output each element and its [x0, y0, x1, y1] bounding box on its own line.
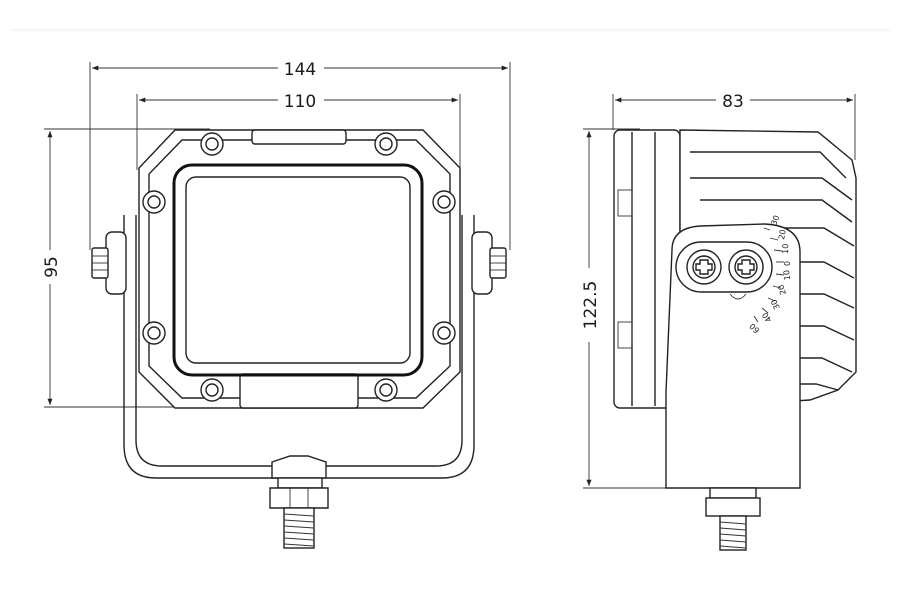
- heatsink-fins: [690, 151, 855, 391]
- dim-label-overall-width: 144: [284, 60, 316, 80]
- dim-label-side-height: 122.5: [581, 281, 601, 330]
- screw: [432, 321, 456, 345]
- scale-label-30-down: 30: [769, 298, 781, 311]
- right-adjust-knob: [471, 231, 507, 295]
- lens-frame: [172, 163, 424, 377]
- dim-label-housing-width: 110: [284, 92, 316, 112]
- scale-label-10-up: 10: [781, 244, 790, 254]
- screw: [374, 378, 398, 402]
- dim-side-height: 122.5: [578, 128, 680, 489]
- scale-label-10-down: 10: [782, 270, 792, 281]
- lens: [185, 176, 411, 364]
- scale-label-30-up: 30: [769, 214, 781, 227]
- dim-label-side-depth: 83: [722, 92, 744, 112]
- screw: [200, 132, 224, 156]
- dim-housing-width: 110: [136, 90, 461, 170]
- bottom-tab: [239, 373, 359, 409]
- side-view: 83 122.5: [578, 90, 857, 551]
- screw: [142, 321, 166, 345]
- mounting-bolt: [269, 455, 329, 549]
- dim-side-depth: 83: [612, 90, 856, 160]
- dim-housing-height: 95: [38, 128, 210, 408]
- side-mounting-bolt: [705, 487, 761, 551]
- side-screw-right: [728, 249, 764, 285]
- angle-scale: 30 20 10 0 10 20 30 40 60: [748, 214, 792, 335]
- screw: [142, 190, 166, 214]
- screw: [374, 132, 398, 156]
- screw: [432, 190, 456, 214]
- side-screw-left: [686, 249, 722, 285]
- scale-label-20-down: 20: [777, 284, 788, 296]
- front-view: 144 110 95: [38, 58, 511, 549]
- dim-label-housing-height: 95: [42, 256, 62, 278]
- dim-overall-width: 144: [89, 58, 511, 250]
- scale-label-0: 0: [783, 261, 792, 266]
- top-tab: [251, 129, 347, 145]
- housing-outline: [138, 129, 461, 409]
- housing-screws: [142, 132, 456, 402]
- screw: [200, 378, 224, 402]
- scale-label-20-up: 20: [777, 229, 788, 241]
- left-adjust-knob: [91, 231, 127, 295]
